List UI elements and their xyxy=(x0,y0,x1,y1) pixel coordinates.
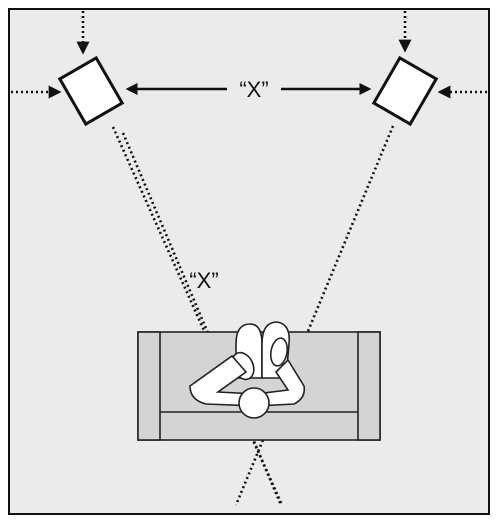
speaker-distance-label: “X” xyxy=(239,77,268,102)
listening-lines xyxy=(111,125,395,506)
left-speaker-to-listener-line-outer xyxy=(121,132,283,506)
right-speaker xyxy=(371,55,439,127)
right-speaker-to-listener-line xyxy=(234,125,395,506)
left-speaker xyxy=(57,55,125,127)
person-icon xyxy=(189,321,306,419)
listener-distance-label: “X” xyxy=(189,268,218,293)
wall-distance-arrows xyxy=(11,11,487,99)
speaker-icon xyxy=(57,55,125,127)
speaker-icon xyxy=(371,55,439,127)
